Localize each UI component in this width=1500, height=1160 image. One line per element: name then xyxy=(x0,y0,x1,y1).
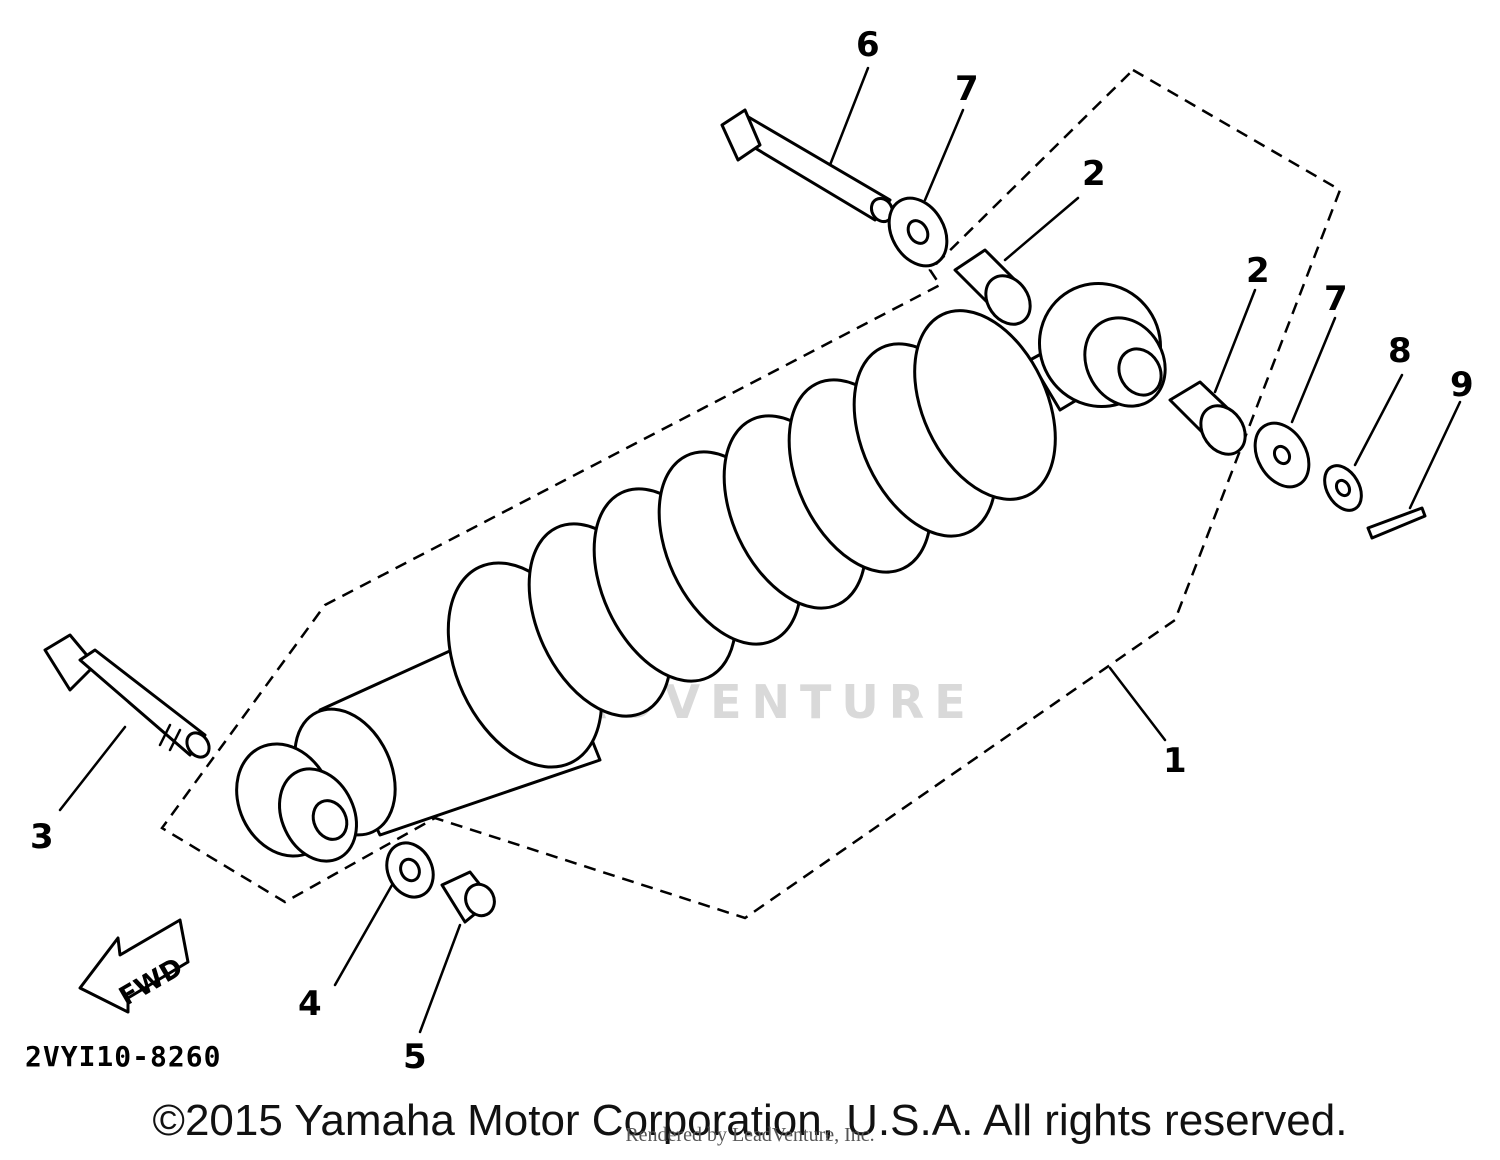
rendered-by-notice: Rendered by LeadVenture, Inc. xyxy=(625,1124,875,1146)
leader-lines xyxy=(58,66,1462,1034)
bolt-part-6 xyxy=(720,108,895,224)
washer-part-4 xyxy=(385,841,435,899)
callout-7-lower: 7 xyxy=(1324,279,1348,319)
coil-spring xyxy=(527,309,1057,718)
rear-shock-absorber xyxy=(235,281,1167,863)
callout-5: 5 xyxy=(403,1037,427,1077)
callout-2-lower: 2 xyxy=(1246,251,1270,291)
callout-1: 1 xyxy=(1163,741,1187,781)
callout-7-upper: 7 xyxy=(955,69,979,109)
washer-part-8-hole xyxy=(1334,478,1352,498)
callout-6: 6 xyxy=(856,25,880,65)
callout-2-upper: 2 xyxy=(1082,154,1106,194)
collar-part-2-upper xyxy=(953,248,1032,326)
bolt-part-3 xyxy=(43,633,211,759)
cotter-pin-part-9 xyxy=(1366,506,1427,540)
washer-part-7-upper-hole xyxy=(906,219,930,245)
copyright-notice: ©2015 Yamaha Motor Corporation, U.S.A. A… xyxy=(152,1096,1348,1145)
collar-part-2-lower xyxy=(1168,380,1247,456)
nut-part-5 xyxy=(440,870,496,924)
callout-8: 8 xyxy=(1388,331,1412,371)
callout-4: 4 xyxy=(298,984,322,1024)
assembly-boundary xyxy=(160,68,1342,920)
washer-part-7-lower-hole xyxy=(1272,444,1292,466)
fwd-arrow-icon: FWD xyxy=(78,918,190,1014)
callout-9: 9 xyxy=(1450,365,1474,405)
callout-3: 3 xyxy=(30,817,54,857)
diagram-code: 2VYI10-8260 xyxy=(25,1040,221,1073)
